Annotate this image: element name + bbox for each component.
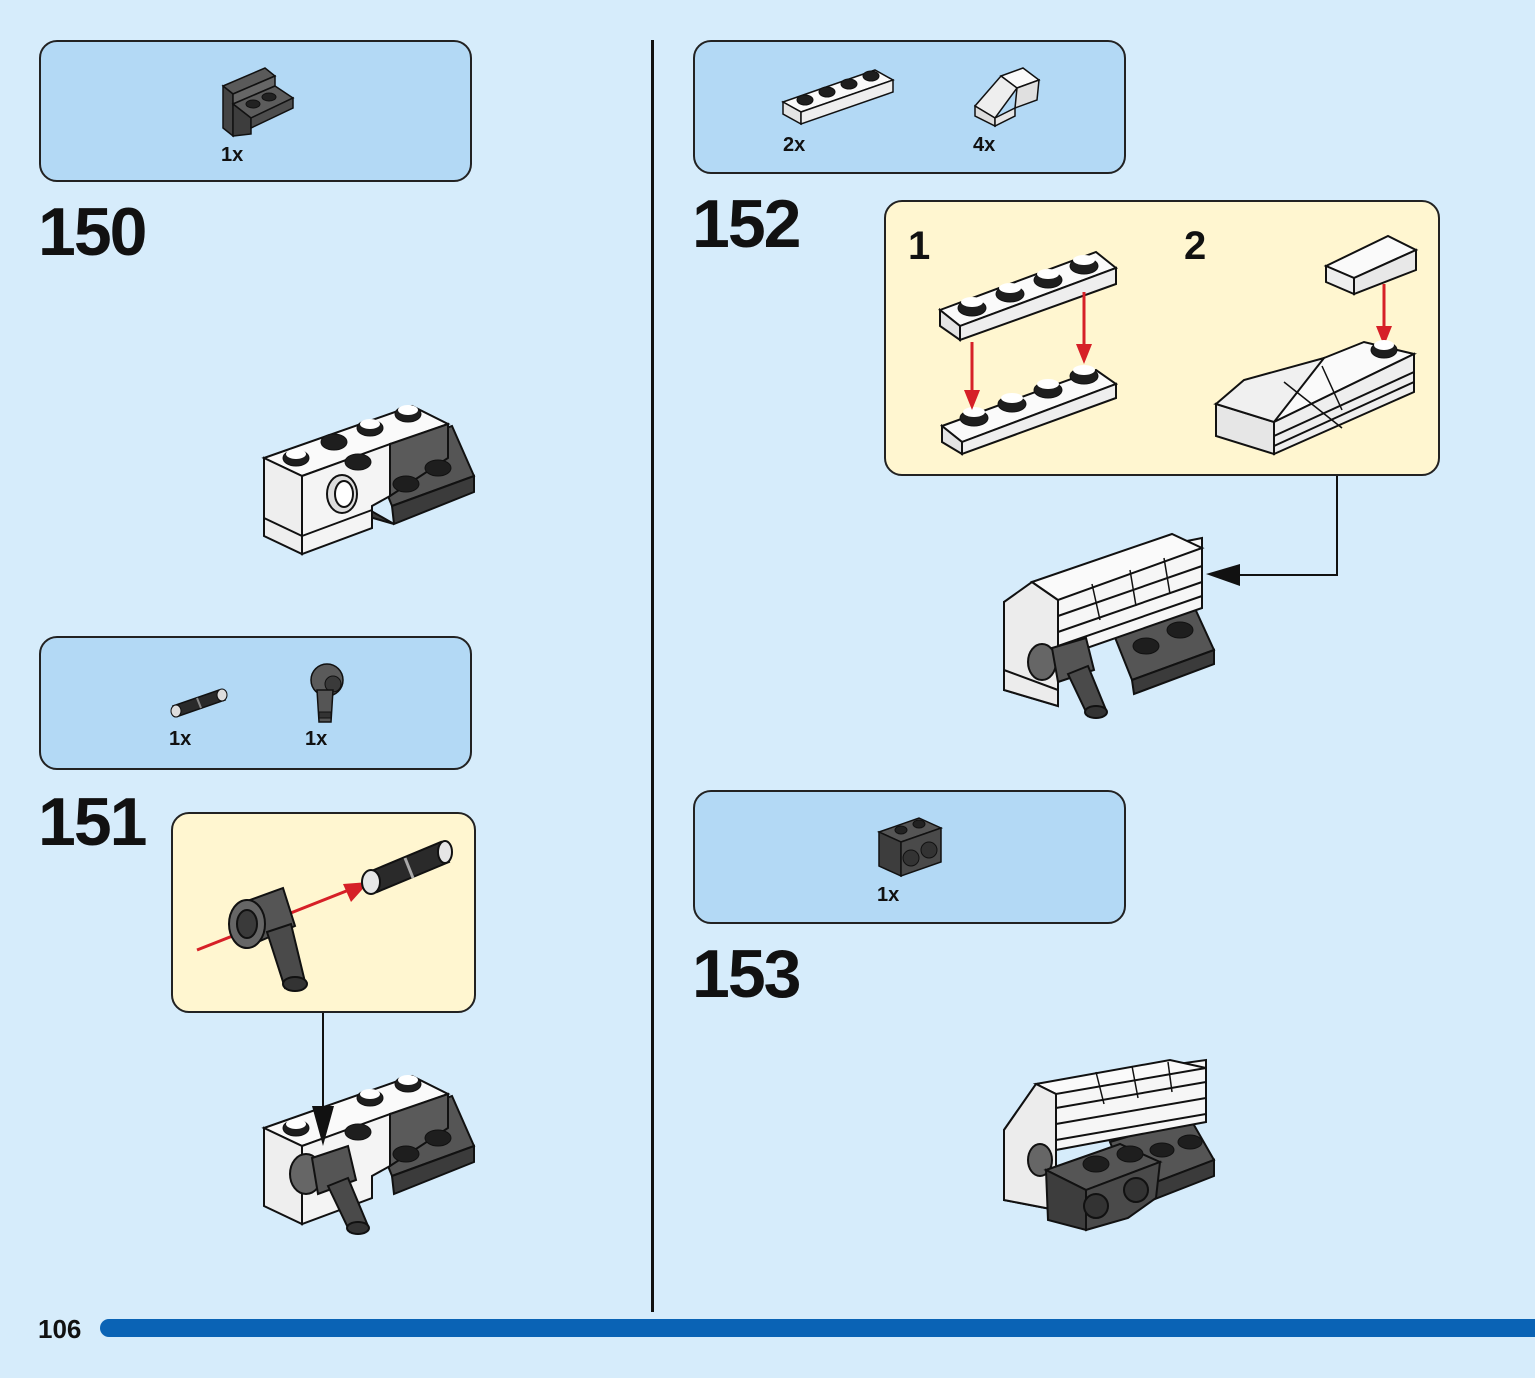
parts-box-step-152: 2x 4x	[693, 40, 1126, 174]
slope-placement-illustration	[1213, 234, 1419, 456]
substep-number: 2	[1184, 224, 1207, 268]
substep-number: 1	[908, 224, 931, 268]
parts-box-step-153: 1x	[693, 790, 1126, 924]
white-slope-1x2-icon	[973, 67, 1041, 128]
step-number: 152	[692, 186, 801, 262]
substep-box-step-151	[171, 812, 476, 1013]
dark-gray-technic-brick-icon	[876, 817, 944, 878]
page-number: 106	[38, 1314, 82, 1344]
substep-connector-line	[1240, 574, 1338, 576]
assembly-step-150-illustration	[261, 404, 476, 556]
part-quantity: 2x	[783, 134, 806, 156]
substep-connector-line	[322, 1013, 324, 1123]
dark-gray-bracket-icon	[221, 67, 295, 138]
step-number: 150	[38, 194, 147, 270]
page-footer-bar	[100, 1319, 1535, 1337]
assembly-step-151-illustration	[261, 1074, 476, 1235]
parts-box-step-151: 1x 1x	[39, 636, 472, 770]
plate-stacking-illustration	[937, 250, 1119, 456]
assembly-step-153-illustration	[1003, 1058, 1216, 1232]
substep-connector-line	[1336, 476, 1338, 576]
step-number: 153	[692, 936, 801, 1012]
technic-pin-connector-icon	[310, 663, 344, 723]
white-plate-1x4-icon	[781, 69, 895, 126]
part-quantity: 4x	[973, 134, 996, 156]
substep-box-step-152: 1 2	[884, 200, 1440, 476]
pin-insertion-illustration	[196, 840, 453, 992]
page-column-divider	[651, 40, 654, 1312]
assembly-step-152-illustration	[1003, 532, 1240, 719]
step-number: 151	[38, 784, 147, 860]
parts-box-step-150: 1x	[39, 40, 472, 182]
part-quantity: 1x	[169, 728, 192, 750]
part-quantity: 1x	[305, 728, 328, 750]
part-quantity: 1x	[221, 144, 244, 166]
part-quantity: 1x	[877, 884, 900, 906]
technic-pin-icon	[170, 688, 228, 718]
